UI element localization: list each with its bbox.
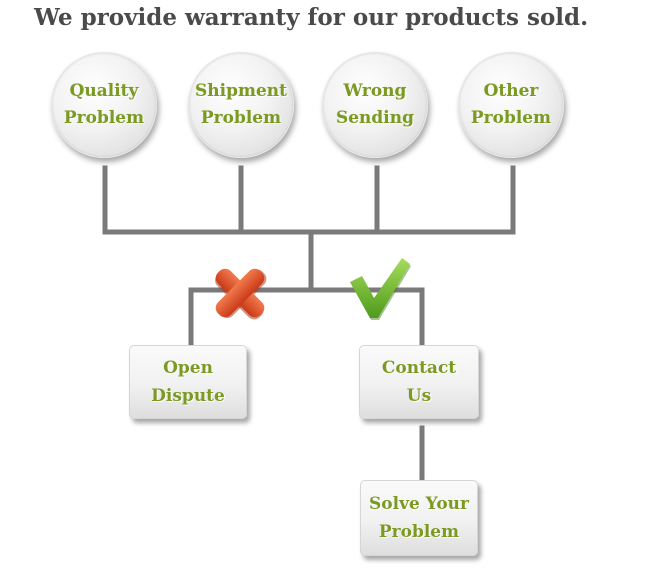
other-problem-label: Other Problem <box>470 81 552 128</box>
shipment-problem-circle: Shipment Problem <box>188 52 294 158</box>
quality-problem-label: Quality Problem <box>63 81 145 128</box>
wrong-sending-label: Wrong Sending <box>335 81 415 128</box>
wrong-sending-circle: Wrong Sending <box>322 52 428 158</box>
contact-us-label: Contact Us <box>381 358 457 406</box>
shipment-problem-label: Shipment Problem <box>195 81 287 128</box>
quality-problem-circle: Quality Problem <box>51 52 157 158</box>
solve-problem-box: Solve Your Problem <box>360 480 478 556</box>
other-problem-circle: Other Problem <box>458 52 564 158</box>
solve-problem-label: Solve Your Problem <box>369 494 469 542</box>
open-dispute-label: Open Dispute <box>151 358 225 406</box>
cross-icon <box>215 268 267 320</box>
check-icon <box>350 258 411 320</box>
contact-us-box: Contact Us <box>359 345 479 419</box>
open-dispute-box: Open Dispute <box>129 345 247 419</box>
page-title: We provide warranty for our products sol… <box>34 4 589 31</box>
